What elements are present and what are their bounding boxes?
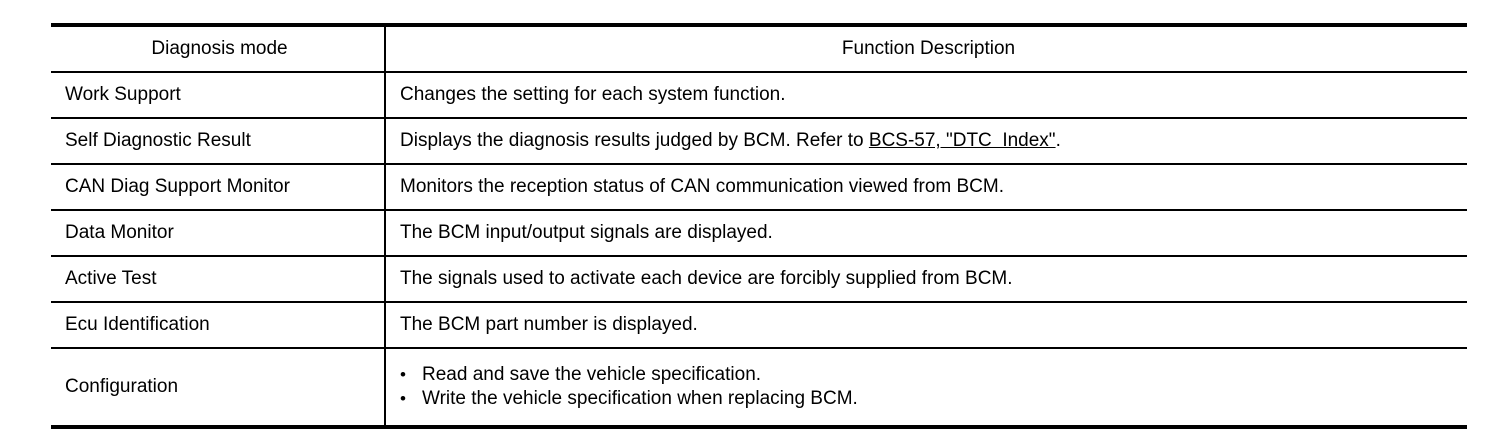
function-description-cell: The BCM part number is displayed. — [385, 302, 1467, 348]
table-row: Active Test The signals used to activate… — [51, 256, 1467, 302]
table-header-row: Diagnosis mode Function Description — [51, 25, 1467, 72]
bullet-item: • Read and save the vehicle specificatio… — [400, 363, 1457, 387]
diagnosis-mode-table: Diagnosis mode Function Description Work… — [51, 23, 1467, 429]
diagnosis-mode-cell: Configuration — [51, 348, 386, 427]
diagnosis-mode-cell: Data Monitor — [51, 210, 386, 256]
function-description-cell: Displays the diagnosis results judged by… — [385, 118, 1467, 164]
table-row: Data Monitor The BCM input/output signal… — [51, 210, 1467, 256]
description-text: Displays the diagnosis results judged by… — [400, 130, 869, 152]
bullet-icon: • — [400, 389, 406, 408]
bullet-item: • Write the vehicle specification when r… — [400, 387, 1457, 411]
table-row: Work Support Changes the setting for eac… — [51, 72, 1467, 118]
diagnosis-mode-cell: Active Test — [51, 256, 386, 302]
table-row: Configuration • Read and save the vehicl… — [51, 348, 1467, 427]
diagnosis-mode-cell: Work Support — [51, 72, 386, 118]
diagnosis-mode-cell: Self Diagnostic Result — [51, 118, 386, 164]
bullet-icon: • — [400, 365, 406, 385]
bullet-text: Write the vehicle specification when rep… — [422, 388, 858, 409]
column-header-diagnosis-mode: Diagnosis mode — [51, 25, 386, 72]
function-description-cell: The BCM input/output signals are display… — [385, 210, 1467, 256]
function-description-cell: The signals used to activate each device… — [385, 256, 1467, 302]
diagnosis-mode-cell: CAN Diag Support Monitor — [51, 164, 386, 210]
manual-page: Diagnosis mode Function Description Work… — [51, 23, 1467, 429]
column-header-function-description: Function Description — [385, 25, 1467, 72]
function-description-cell: Monitors the reception status of CAN com… — [385, 164, 1467, 210]
bullet-text: Read and save the vehicle specification. — [422, 364, 762, 386]
dtc-index-reference-link[interactable]: BCS-57, "DTC Index" — [868, 130, 1056, 152]
diagnosis-mode-cell: Ecu Identification — [51, 302, 386, 348]
description-text: . — [1055, 130, 1061, 152]
function-description-cell: • Read and save the vehicle specificatio… — [385, 348, 1467, 427]
table-row: CAN Diag Support Monitor Monitors the re… — [51, 164, 1467, 210]
function-description-cell: Changes the setting for each system func… — [385, 72, 1467, 118]
table-row: Ecu Identification The BCM part number i… — [51, 302, 1467, 348]
table-row: Self Diagnostic Result Displays the diag… — [51, 118, 1467, 164]
